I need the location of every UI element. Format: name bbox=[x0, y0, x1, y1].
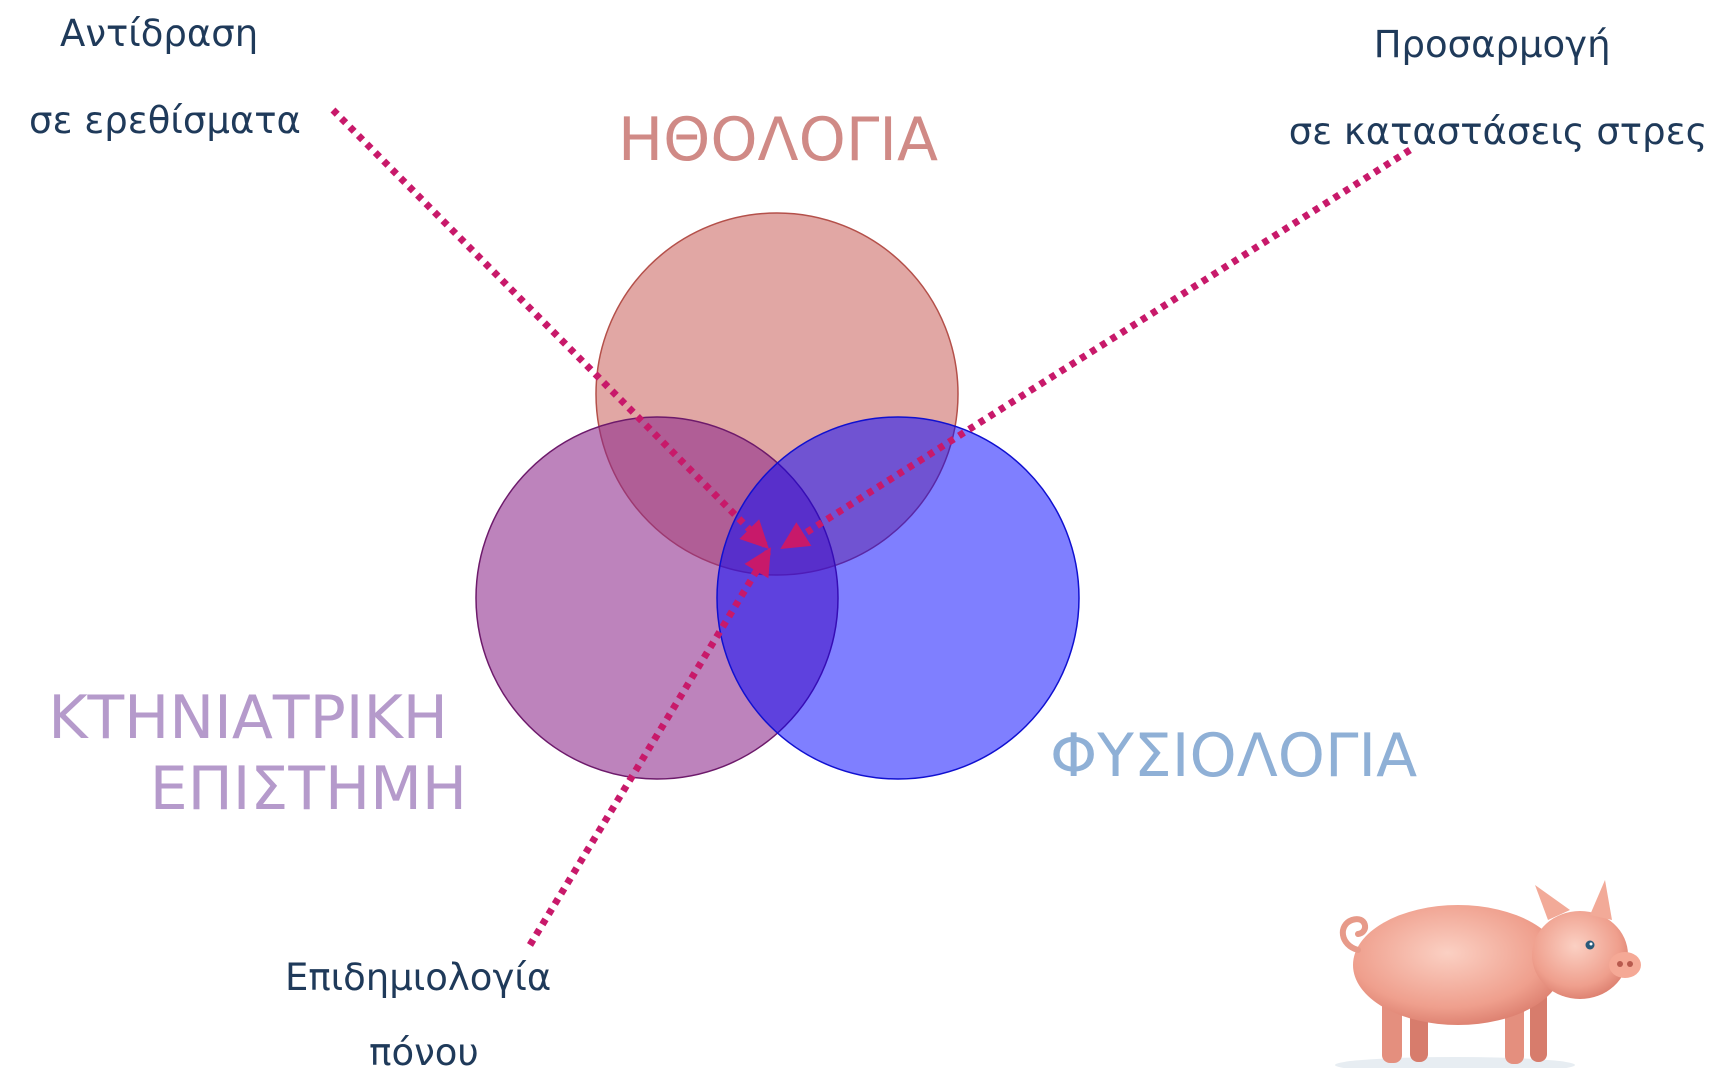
reaction-annotation: Αντίδραση σε ερεθίσματα bbox=[29, 12, 301, 142]
pig-illustration bbox=[1335, 880, 1641, 1068]
veterinary-science-label: ΚΤΗΝΙΑΤΡΙΚΗ ΕΠΙΣΤΗΜΗ bbox=[48, 683, 467, 824]
ethology-label: ΗΘΟΛΟΓΙΑ bbox=[618, 105, 938, 175]
physiology-label: ΦΥΣΙΟΛΟΓΙΑ bbox=[1050, 721, 1417, 791]
epidemiology-connector-line bbox=[527, 547, 771, 947]
adaptation-annotation: Προσαρμογή σε καταστάσεις στρες bbox=[1289, 23, 1708, 153]
epidemiology-annotation: Επιδημιολογία πόνου bbox=[285, 956, 563, 1068]
adaptation-connector-line bbox=[780, 147, 1412, 549]
physiology-circle bbox=[716, 416, 1080, 780]
